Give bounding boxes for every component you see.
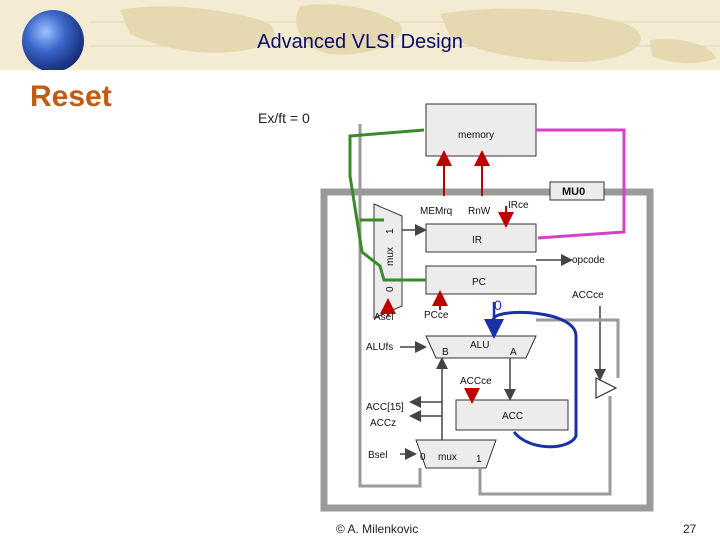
pcce-label: PCce xyxy=(424,310,449,321)
address-mux xyxy=(373,203,403,319)
alu-input-a-label: A xyxy=(510,347,517,358)
globe-icon xyxy=(22,10,84,70)
opcode-label: opcode xyxy=(572,255,605,266)
zero-signal-label: 0 xyxy=(494,297,502,313)
acc15-label: ACC[15] xyxy=(366,402,404,413)
accce-label: ACCce xyxy=(460,376,492,387)
bsel-label: Bsel xyxy=(368,450,387,461)
address-mux-label: mux xyxy=(385,247,396,266)
control-unit-box xyxy=(549,181,605,201)
address-mux-input-1: 1 xyxy=(385,228,396,234)
b-mux-input-1: 1 xyxy=(476,454,482,465)
accz-label: ACCz xyxy=(370,418,396,429)
blue-acc-path xyxy=(488,310,578,449)
asel-label: Asel xyxy=(374,312,393,323)
page-number: 27 xyxy=(683,522,697,536)
slide-title: Reset xyxy=(30,80,112,113)
ir-label: IR xyxy=(472,235,482,246)
rnw-label: RnW xyxy=(468,206,491,217)
address-mux-input-0: 0 xyxy=(385,286,396,292)
green-address-path xyxy=(348,128,426,282)
magenta-data-path xyxy=(536,128,626,240)
accce-top-label: ACCce xyxy=(572,290,604,301)
b-mux-input-0: 0 xyxy=(420,452,426,463)
tristate-buffer xyxy=(595,377,618,399)
header-banner: Advanced VLSI Design xyxy=(0,0,720,70)
acc-label: ACC xyxy=(502,411,523,422)
irce-label: IRce xyxy=(508,200,529,211)
alufs-label: ALUfs xyxy=(366,342,393,353)
world-map-background xyxy=(90,4,720,64)
acc-register xyxy=(455,399,569,431)
b-mux-label: mux xyxy=(438,452,457,463)
mu0-datapath-diagram: memory MU0 MEMrq RnW IRce IR opcode PC P… xyxy=(320,103,654,512)
b-mux xyxy=(415,439,497,469)
control-unit-label: MU0 xyxy=(562,186,585,198)
alu-label: ALU xyxy=(470,340,489,351)
memrq-label: MEMrq xyxy=(420,206,452,217)
ir-register xyxy=(425,223,537,253)
memory-label: memory xyxy=(458,130,494,141)
pc-label: PC xyxy=(472,277,486,288)
processor-frame xyxy=(320,188,654,512)
footer-author: © A. Milenkovic xyxy=(336,522,419,536)
header-title: Advanced VLSI Design xyxy=(257,31,463,53)
alu-input-b-label: B xyxy=(442,347,449,358)
state-label: Ex/ft = 0 xyxy=(258,110,310,126)
